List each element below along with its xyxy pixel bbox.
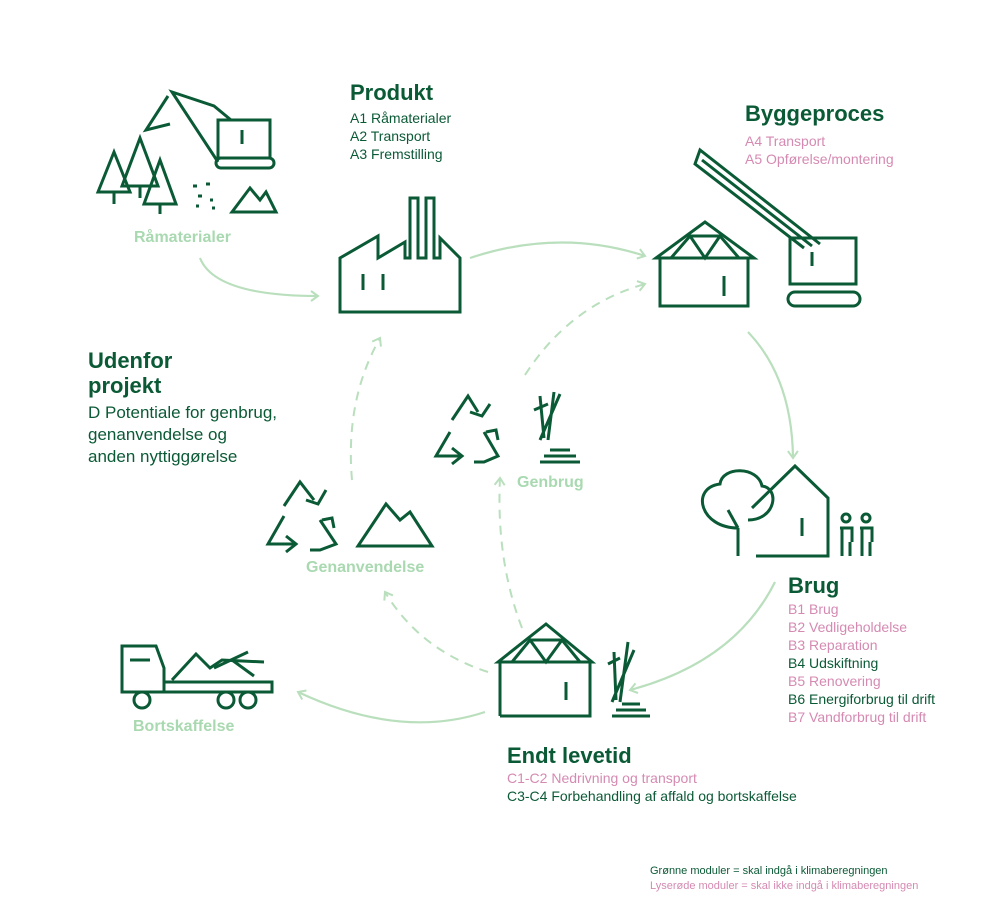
arrow-endt-levetid-genbrug bbox=[493, 476, 523, 629]
bricks-icon bbox=[607, 641, 650, 718]
stage-title-line1: Udenfor bbox=[88, 348, 173, 373]
module-item: A4 Transport bbox=[745, 133, 826, 149]
module-item: C1-C2 Nedrivning og transport bbox=[507, 770, 697, 786]
module-item: B3 Reparation bbox=[788, 637, 878, 653]
arrow-endt-levetid-bortskaffelse bbox=[296, 689, 486, 724]
factory-icon bbox=[338, 196, 462, 314]
stage-title-line2: projekt bbox=[88, 373, 162, 398]
module-item: A1 Råmaterialer bbox=[350, 110, 452, 126]
people-icon bbox=[840, 512, 874, 556]
module-item: B2 Vedligeholdelse bbox=[788, 619, 908, 635]
module-item: B1 Brug bbox=[788, 601, 839, 617]
arrow-genbrug-byggeproces bbox=[524, 280, 647, 376]
crane-icon bbox=[693, 147, 862, 308]
label-bortskaffelse: Bortskaffelse bbox=[133, 718, 235, 735]
module-d-text: genanvendelse og bbox=[88, 425, 227, 444]
arrow-brug-endt-levetid bbox=[628, 581, 776, 694]
module-item: B4 Udskiftning bbox=[788, 655, 879, 671]
label-genbrug: Genbrug bbox=[517, 474, 584, 491]
module-item: A3 Fremstilling bbox=[350, 146, 443, 162]
excavator-icon bbox=[142, 89, 276, 170]
mountain-icon bbox=[355, 501, 435, 548]
stage-produkt: Produkt A1 Råmaterialer A2 Transport A3 … bbox=[350, 82, 451, 163]
arrow-produkt-byggeproces bbox=[469, 241, 647, 260]
recycle-icon bbox=[433, 393, 501, 466]
tree-icon bbox=[95, 133, 179, 214]
gravel-icon bbox=[193, 182, 215, 210]
module-item: C3-C4 Forbehandling af affald og bortska… bbox=[507, 788, 797, 804]
arrow-raamaterialer-produkt bbox=[198, 257, 320, 302]
label-raamaterialer: Råmaterialer bbox=[134, 229, 231, 246]
house-icon bbox=[750, 463, 830, 558]
stage-brug: Brug B1 Brug B2 Vedligeholdelse B3 Repar… bbox=[788, 575, 935, 726]
recycle-icon bbox=[265, 479, 339, 554]
stage-endt-levetid: Endt levetid C1-C2 Nedrivning og transpo… bbox=[507, 745, 797, 805]
tree-icon bbox=[701, 469, 775, 556]
stage-udenfor-projekt: Udenfor projekt D Potentiale for genbrug… bbox=[88, 348, 277, 468]
stage-title: Produkt bbox=[350, 80, 434, 105]
arrow-byggeproces-brug bbox=[747, 331, 799, 460]
arrow-genanvendelse-produkt bbox=[349, 336, 382, 481]
module-item: B6 Energiforbrug til drift bbox=[788, 691, 936, 707]
legend-green: Grønne moduler = skal indgå i klimabereg… bbox=[650, 865, 888, 877]
truck-icon bbox=[120, 644, 274, 710]
house-truss-icon bbox=[651, 220, 759, 308]
stage-title: Byggeproces bbox=[745, 101, 885, 126]
stage-title: Endt levetid bbox=[507, 743, 632, 768]
house-truss-icon bbox=[493, 622, 597, 718]
module-item: A2 Transport bbox=[350, 128, 431, 144]
module-item: A5 Opførelse/montering bbox=[745, 151, 894, 167]
module-d-text: D Potentiale for genbrug, bbox=[88, 403, 278, 422]
bricks-icon bbox=[533, 391, 580, 464]
module-item: B5 Renovering bbox=[788, 673, 881, 689]
legend: Grønne moduler = skal indgå i klimabereg… bbox=[650, 864, 918, 894]
label-genanvendelse: Genanvendelse bbox=[306, 559, 425, 576]
stage-title: Brug bbox=[788, 573, 840, 598]
mountain-icon bbox=[229, 185, 279, 214]
stage-byggeproces: Byggeproces A4 Transport A5 Opførelse/mo… bbox=[745, 103, 894, 168]
module-item: B7 Vandforbrug til drift bbox=[788, 709, 927, 725]
arrow-endt-levetid-genanvendelse bbox=[383, 590, 489, 673]
legend-pink: Lyserøde moduler = skal ikke indgå i kli… bbox=[650, 880, 919, 892]
module-d-text: anden nyttiggørelse bbox=[88, 447, 238, 466]
